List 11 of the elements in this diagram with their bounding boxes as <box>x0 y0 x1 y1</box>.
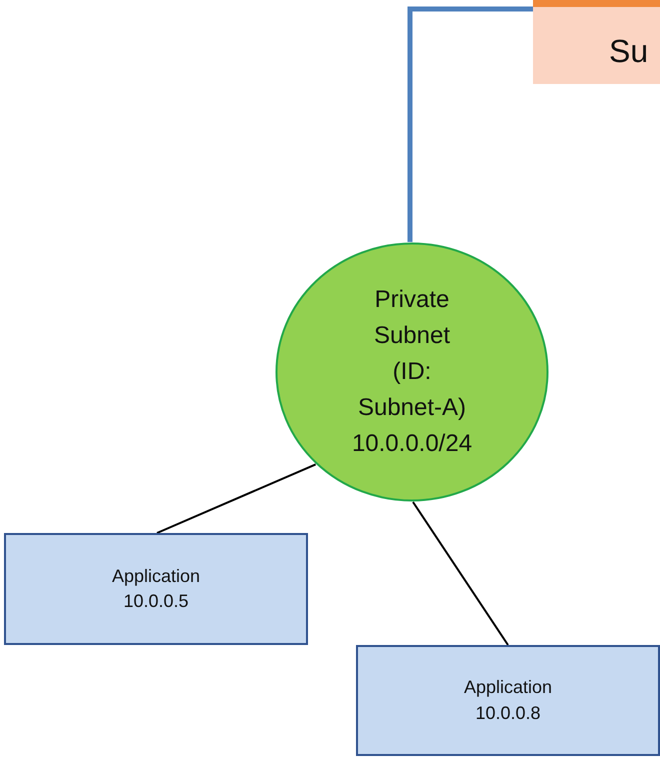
label-box <box>533 0 660 84</box>
connector-line <box>412 501 509 646</box>
application-box <box>4 533 308 645</box>
node-label: Private Subnet (ID: Subnet-A) 10.0.0.0/24 <box>350 285 474 459</box>
node-label: Su <box>609 32 648 71</box>
node-label: Application 10.0.0.8 <box>462 676 554 724</box>
connector-line <box>156 463 316 534</box>
subnet-ellipse <box>275 242 549 502</box>
connector-line <box>407 6 533 242</box>
node-label: Application 10.0.0.5 <box>110 564 202 613</box>
application-box <box>356 645 660 756</box>
